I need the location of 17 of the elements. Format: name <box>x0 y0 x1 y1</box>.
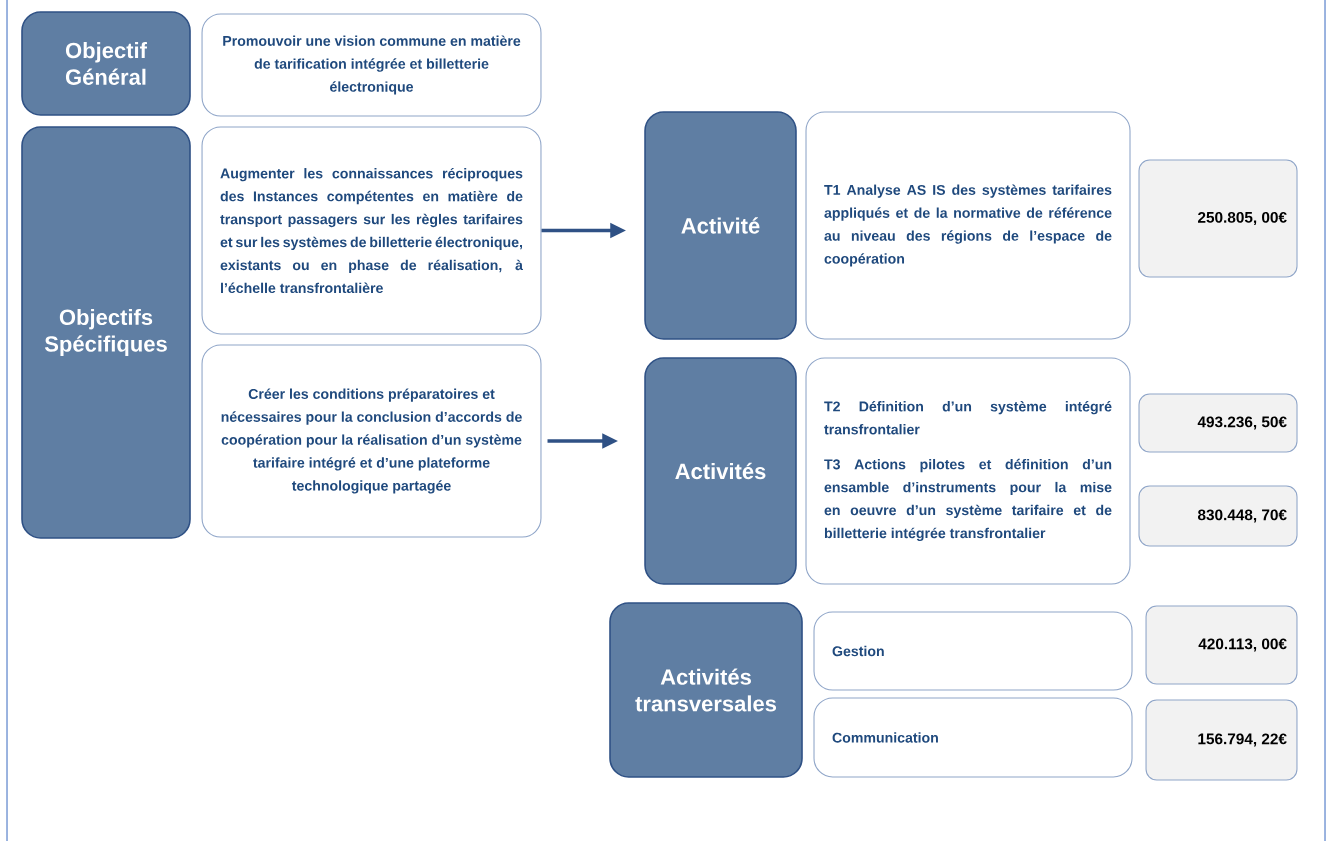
amount-box: 156.794, 22€ <box>1145 699 1298 781</box>
text-box: Promouvoir une vision commune en matière de tarification intégrée et billetterie électronique <box>201 13 542 117</box>
amount-box: 830.448, 70€ <box>1138 485 1298 547</box>
text-box: Communication <box>813 697 1133 778</box>
heading-box: Objectifs Spécifiques <box>21 126 191 539</box>
amount-box: 420.113, 00€ <box>1145 605 1298 685</box>
text-box: Augmenter les connaissances réciproques des Instances compétentes en matière de transport passagers sur les règles tarifaires et sur les systèmes de billetterie électronique, existants ou en phase de réalisation, à l’échelle transfrontalière <box>201 126 542 335</box>
amount-box: 250.805, 00€ <box>1138 159 1298 278</box>
heading-box: Activités <box>644 357 797 585</box>
heading-box: Activités transversales <box>609 602 803 778</box>
text-box: Créer les conditions préparatoires et nécessaires pour la conclusion d’accords de coopération pour la réalisation d’un système tarifaire intégré et d’une plateforme technologique partagée <box>201 344 542 538</box>
text-box: T2 Définition d’un système intégré transfrontalier T3 Actions pilotes et définition d’un ensamble d’instruments pour la mise en oeuvre d’un système tarifaire et de billetterie intégrée transfrontalier <box>805 357 1131 585</box>
heading-box: Activité <box>644 111 797 340</box>
text-box: T1 Analyse AS IS des systèmes tarifaires appliqués et de la normative de référence au niveau des régions de l’espace de coopération <box>805 111 1131 340</box>
heading-box: Objectif Général <box>21 11 191 116</box>
text-box: Gestion <box>813 611 1133 691</box>
amount-box: 493.236, 50€ <box>1138 393 1298 453</box>
